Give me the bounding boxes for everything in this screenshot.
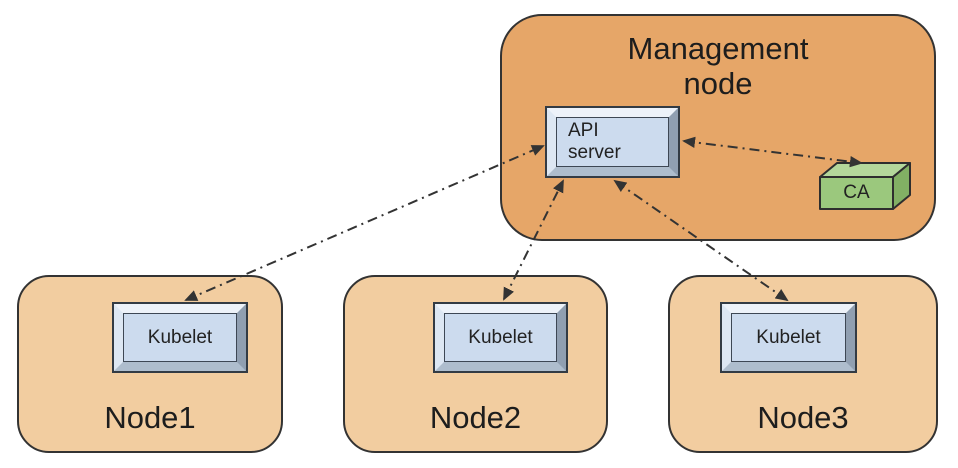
api-server-face: API server: [556, 117, 669, 167]
kubelet1-box: Kubelet: [112, 302, 248, 373]
kubelet1-label: Kubelet: [147, 326, 213, 348]
api-server-box: API server: [545, 106, 680, 178]
node2-title: Node2: [429, 400, 522, 435]
kubelet2-label: Kubelet: [468, 326, 533, 348]
kubelet3-face: Kubelet: [731, 313, 846, 362]
api-server-label: API server: [568, 120, 621, 163]
kubelet3-label: Kubelet: [756, 326, 821, 348]
kubelet2-face: Kubelet: [444, 313, 557, 362]
node3-title: Node3: [757, 400, 849, 435]
kubelet3-box: Kubelet: [720, 302, 857, 373]
management-node-title: Management node: [500, 31, 936, 101]
management-node-title-text: Management node: [627, 31, 809, 102]
kubelet3-bevel: Kubelet: [722, 304, 855, 371]
ca-label: CA: [843, 182, 870, 203]
node1-title: Node1: [104, 400, 196, 435]
kubelet2-bevel: Kubelet: [435, 304, 566, 371]
api-server-bevel: API server: [547, 108, 678, 176]
kubelet2-box: Kubelet: [433, 302, 568, 373]
kubelet1-bevel: Kubelet: [114, 304, 246, 371]
kubelet1-face: Kubelet: [123, 313, 237, 362]
